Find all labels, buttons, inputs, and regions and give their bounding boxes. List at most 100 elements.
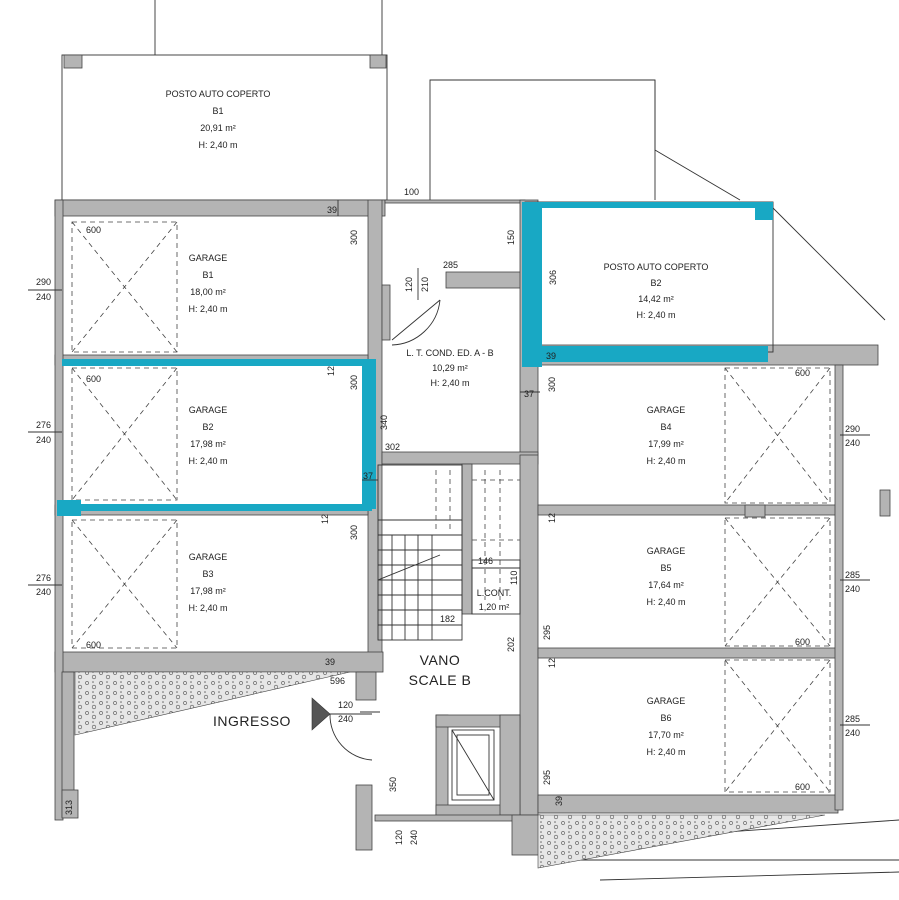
vano-scale-b: VANO SCALE B (409, 652, 471, 688)
posto-auto-b1-code: B1 (212, 106, 223, 116)
dimension-lines (28, 200, 870, 726)
garage-b1-height: H: 2,40 m (188, 304, 227, 314)
dim-600-b6: 600 (795, 782, 810, 792)
garage-b2-name: GARAGE (189, 405, 228, 415)
garage-b2: GARAGE B2 17,98 m² H: 2,40 m (71, 367, 228, 501)
ingresso: INGRESSO (213, 697, 373, 761)
dim-240-right-2: 240 (845, 584, 860, 594)
garage-b6: GARAGE B6 17,70 m² H: 2,40 m (646, 659, 831, 793)
dim-285-right-2: 285 (845, 714, 860, 724)
dim-37-left: 37 (363, 471, 373, 481)
garage-b2-area: 17,98 m² (190, 439, 226, 449)
dim-600-b4: 600 (795, 368, 810, 378)
staircase (377, 464, 520, 641)
dim-276-left-1: 276 (36, 420, 51, 430)
dim-240-right-3: 240 (845, 728, 860, 738)
dim-12-b5: 12 (547, 513, 557, 523)
gravel-area-right (537, 814, 826, 869)
garage-b1-code: B1 (202, 270, 213, 280)
garage-b1-area: 18,00 m² (190, 287, 226, 297)
dim-120-door: 120 (404, 277, 414, 292)
dim-202: 202 (506, 637, 516, 652)
garage-b1: GARAGE B1 18,00 m² H: 2,40 m (71, 221, 228, 353)
dim-290-left: 290 (36, 277, 51, 287)
dim-240-bottom: 240 (409, 830, 419, 845)
lt-cond-room: L. T. COND. ED. A - B 10,29 m² H: 2,40 m (406, 348, 493, 388)
dim-146: 146 (478, 556, 493, 566)
dim-120-ingresso: 120 (338, 700, 353, 710)
elevator-shaft (451, 729, 495, 801)
lt-cond-area: 10,29 m² (432, 363, 468, 373)
dim-285-center: 285 (443, 260, 458, 270)
posto-auto-b1: POSTO AUTO COPERTO B1 20,91 m² H: 2,40 m (61, 54, 388, 201)
dim-300-b4: 300 (547, 377, 557, 392)
l-cont-room: L.CONT. 1,20 m² (471, 559, 521, 615)
dim-600-b1: 600 (86, 225, 101, 235)
dim-600-b2: 600 (86, 374, 101, 384)
walls-left-block (54, 199, 386, 851)
lt-cond-height: H: 2,40 m (430, 378, 469, 388)
dim-276-left-2: 276 (36, 573, 51, 583)
garage-b3-area: 17,98 m² (190, 586, 226, 596)
dim-290-right: 290 (845, 424, 860, 434)
ingresso-label: INGRESSO (213, 713, 291, 729)
dim-37-right: 37 (524, 389, 534, 399)
dim-39-b3: 39 (325, 657, 335, 667)
dim-306: 306 (548, 270, 558, 285)
dim-39-top: 39 (327, 205, 337, 215)
vano-scale-line1: VANO (420, 652, 461, 668)
door-lt-cond (391, 299, 441, 346)
garage-b4-code: B4 (660, 422, 671, 432)
posto-auto-b1-area: 20,91 m² (200, 123, 236, 133)
dim-110: 110 (509, 571, 519, 585)
dim-340: 340 (379, 415, 389, 430)
garage-b3-code: B3 (202, 569, 213, 579)
garage-b5-height: H: 2,40 m (646, 597, 685, 607)
dim-12-b2: 12 (326, 366, 336, 376)
dim-596: 596 (330, 676, 345, 686)
l-cont-name: L.CONT. (477, 588, 512, 598)
garage-b6-area: 17,70 m² (648, 730, 684, 740)
garage-b4: GARAGE B4 17,99 m² H: 2,40 m (646, 367, 831, 504)
garage-b1-name: GARAGE (189, 253, 228, 263)
posto-auto-b2: POSTO AUTO COPERTO B2 14,42 m² H: 2,40 m (524, 201, 774, 353)
garage-b5-code: B5 (660, 563, 671, 573)
posto-auto-b2-height: H: 2,40 m (636, 310, 675, 320)
highlighted-walls (57, 202, 773, 516)
dim-350: 350 (388, 777, 398, 792)
posto-auto-b2-code: B2 (650, 278, 661, 288)
gravel-area-left (74, 671, 351, 736)
dim-150: 150 (506, 230, 516, 245)
posto-auto-b2-name: POSTO AUTO COPERTO (604, 262, 709, 272)
garage-b4-name: GARAGE (647, 405, 686, 415)
garage-b2-height: H: 2,40 m (188, 456, 227, 466)
garage-b6-name: GARAGE (647, 696, 686, 706)
lt-cond-name: L. T. COND. ED. A - B (406, 348, 493, 358)
dim-295-b6: 295 (542, 770, 552, 785)
walls-right-block (537, 344, 891, 814)
dim-302: 302 (385, 442, 400, 452)
garage-b5-area: 17,64 m² (648, 580, 684, 590)
dim-600-b3: 600 (86, 640, 101, 650)
garage-b4-area: 17,99 m² (648, 439, 684, 449)
dim-295-b5: 295 (542, 625, 552, 640)
dim-100: 100 (404, 187, 419, 197)
dim-240-left-1: 240 (36, 292, 51, 302)
dim-240-right-1: 240 (845, 438, 860, 448)
garage-b3-name: GARAGE (189, 552, 228, 562)
dim-300-b1: 300 (349, 230, 359, 245)
dim-300-b2: 300 (349, 375, 359, 390)
dimension-labels: 100 39 600 300 290 240 150 285 120 210 3… (36, 187, 860, 845)
dim-12-b6: 12 (547, 658, 557, 668)
posto-auto-b2-area: 14,42 m² (638, 294, 674, 304)
garage-b6-height: H: 2,40 m (646, 747, 685, 757)
posto-auto-b1-name: POSTO AUTO COPERTO (166, 89, 271, 99)
dim-240-ingresso: 240 (338, 714, 353, 724)
garage-b5: GARAGE B5 17,64 m² H: 2,40 m (646, 517, 831, 647)
entrance-arrow-icon (311, 697, 331, 731)
l-cont-area: 1,20 m² (479, 602, 510, 612)
dim-240-left-3: 240 (36, 587, 51, 597)
dim-313: 313 (64, 800, 74, 815)
garage-b3: GARAGE B3 17,98 m² H: 2,40 m (71, 519, 228, 649)
